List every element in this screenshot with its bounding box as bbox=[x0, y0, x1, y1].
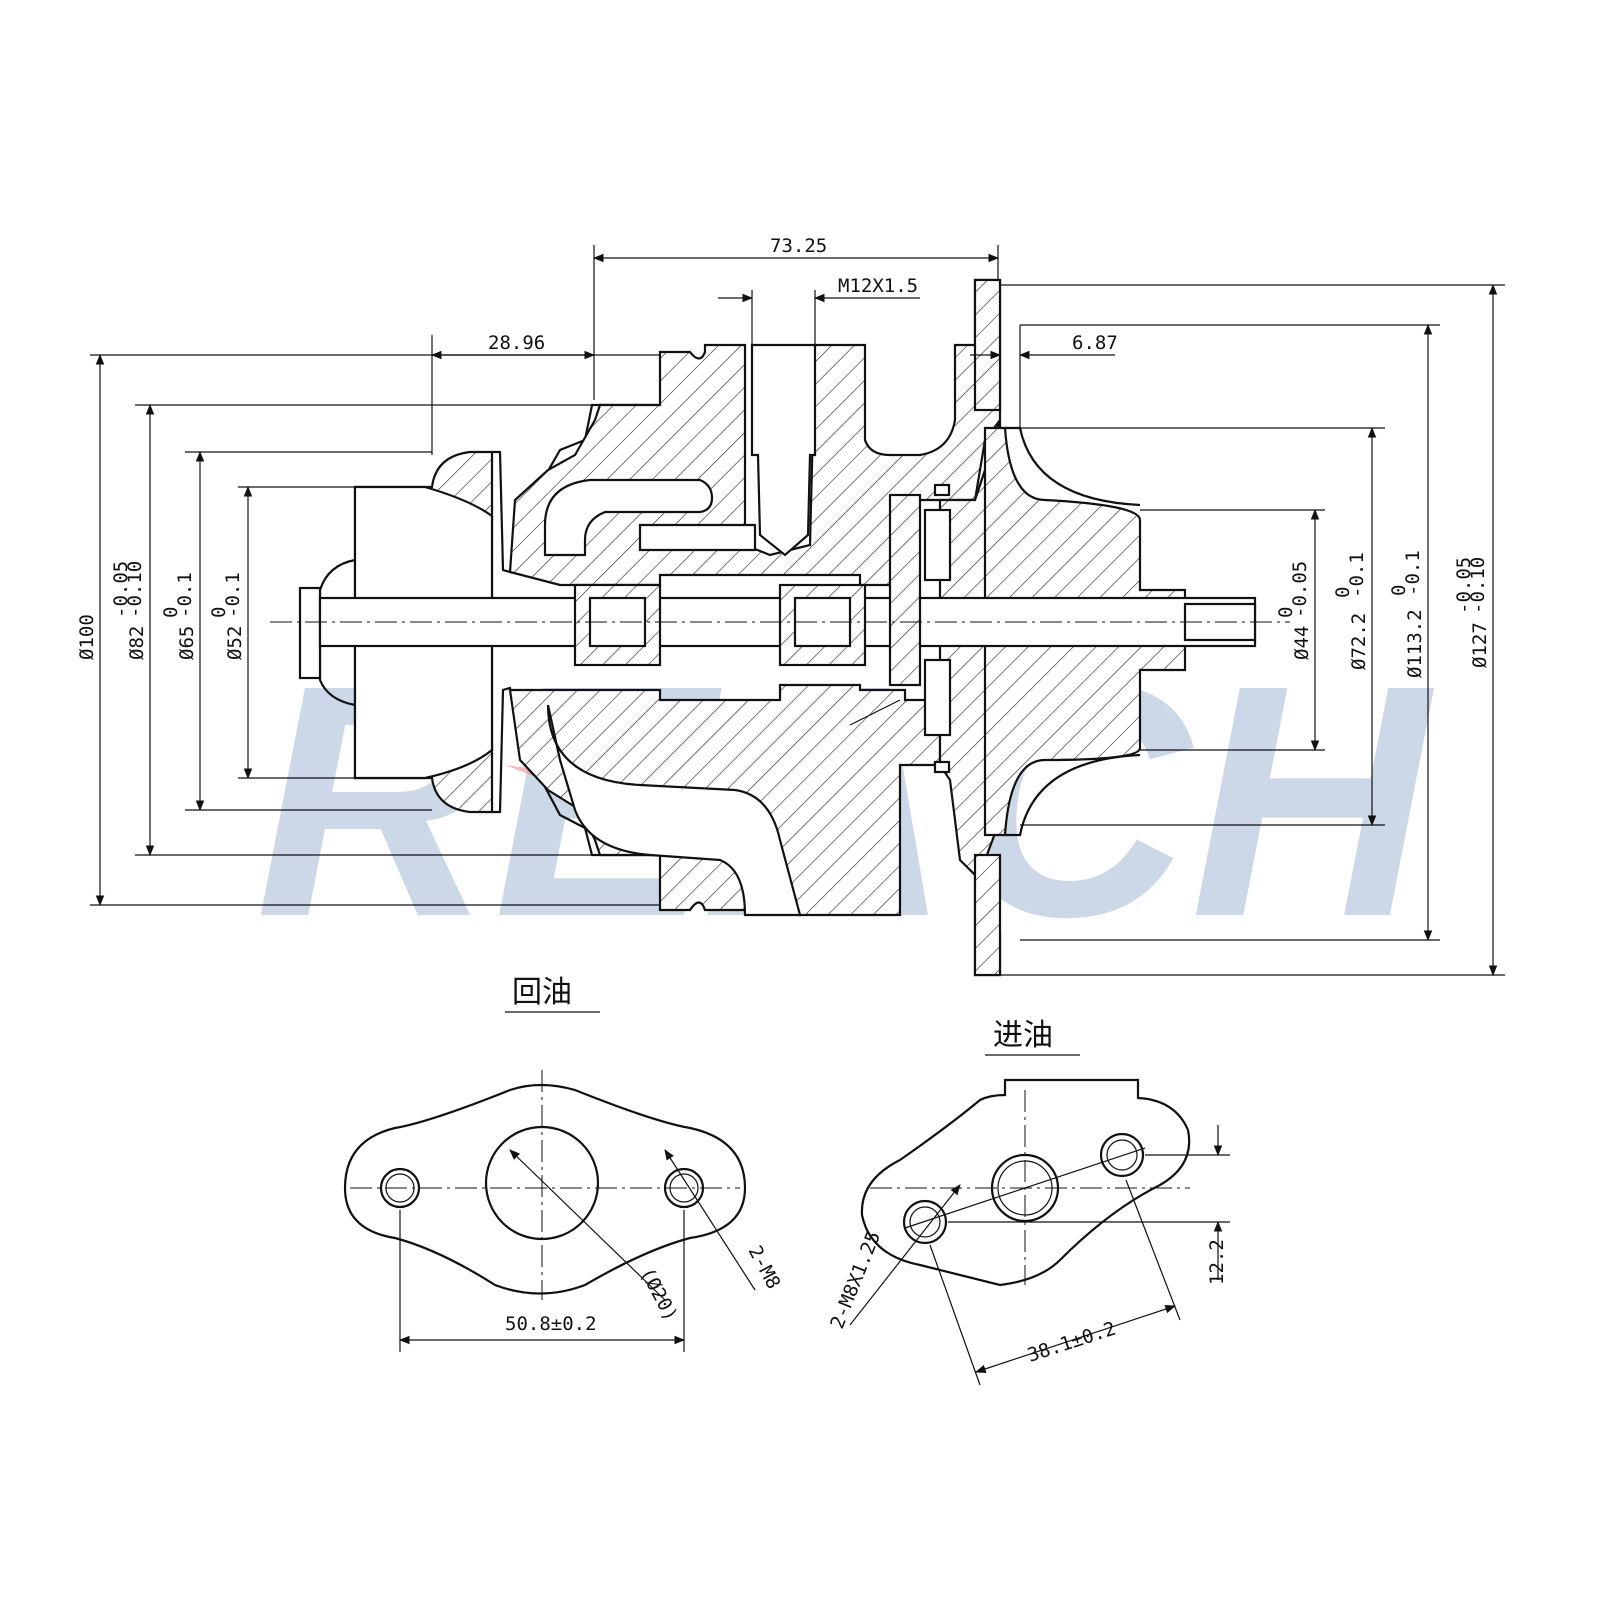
oil-return-hole-label: (Ø20) bbox=[636, 1264, 682, 1325]
flange-bottom bbox=[973, 853, 1002, 977]
svg-text:Ø82: Ø82 bbox=[126, 626, 148, 660]
svg-text:(Ø20): (Ø20) bbox=[636, 1264, 682, 1325]
svg-text:0: 0 bbox=[208, 607, 230, 618]
dim-dia-44: Ø44 0 -0.05 bbox=[1275, 561, 1313, 660]
svg-text:-0.05: -0.05 bbox=[1289, 561, 1311, 618]
svg-text:-0.10: -0.10 bbox=[124, 561, 146, 618]
oil-inlet-bolt-hole-left-thread bbox=[909, 1206, 941, 1238]
oil-return-title: 回油 bbox=[512, 975, 572, 1010]
oil-return-spacing: 50.8±0.2 bbox=[505, 1313, 597, 1335]
cross-section bbox=[270, 278, 1290, 977]
svg-text:-0.1: -0.1 bbox=[174, 572, 196, 618]
turbine-blade-bottom bbox=[1005, 753, 1141, 837]
oil-inlet-bolt-hole-left bbox=[902, 1199, 948, 1245]
oil-return-bolt-leader bbox=[664, 1149, 756, 1291]
oil-feed-bore bbox=[638, 523, 757, 552]
thrust-collar-upper bbox=[923, 508, 952, 582]
svg-text:Ø100: Ø100 bbox=[76, 614, 98, 660]
oil-deflector bbox=[849, 699, 901, 726]
dim-dia-113: Ø113.2 0 -0.1 bbox=[1388, 550, 1426, 678]
svg-text:0: 0 bbox=[1275, 607, 1297, 618]
svg-text:2-M8: 2-M8 bbox=[744, 1242, 785, 1293]
svg-text:-0.1: -0.1 bbox=[222, 572, 244, 618]
dim-dia-82: Ø82 -0.05 -0.10 bbox=[110, 561, 148, 660]
svg-text:Ø72.2: Ø72.2 bbox=[1348, 613, 1370, 670]
dim-73: 73.25 bbox=[770, 235, 827, 257]
svg-text:-0.05: -0.05 bbox=[1453, 557, 1475, 614]
oil-return-flange-view: 回油 50.8±0.2 (Ø20) 2-M8 bbox=[343, 975, 785, 1352]
dim-thread: M12X1.5 bbox=[838, 275, 918, 297]
turbine-blade-top bbox=[1005, 426, 1141, 507]
svg-text:Ø52: Ø52 bbox=[224, 626, 246, 660]
svg-text:-0.10: -0.10 bbox=[1467, 557, 1489, 614]
svg-text:2-M8X1.25: 2-M8X1.25 bbox=[826, 1228, 885, 1332]
oil-inlet-flange-outline bbox=[860, 1078, 1191, 1287]
dim-dia-127: Ø127 -0.05 -0.10 bbox=[1453, 557, 1491, 668]
svg-text:0: 0 bbox=[1388, 585, 1410, 596]
svg-text:-0.1: -0.1 bbox=[1402, 550, 1424, 596]
oil-return-port-leader bbox=[509, 1149, 666, 1301]
oil-inlet-ext-right bbox=[1125, 1179, 1181, 1321]
thrust-bearing bbox=[888, 493, 922, 687]
svg-text:38.1±0.2: 38.1±0.2 bbox=[1025, 1318, 1119, 1367]
svg-text:-0.1: -0.1 bbox=[1346, 552, 1368, 598]
thrust-collar-lower bbox=[923, 658, 952, 737]
dimension-labels: 73.25 M12X1.5 28.96 6.87 Ø100 Ø82 -0.05 … bbox=[76, 235, 1491, 678]
dim-dia-52: Ø52 0 -0.1 bbox=[208, 572, 246, 660]
oil-gallery-upper bbox=[543, 478, 714, 557]
oil-drain-cavity bbox=[546, 704, 802, 917]
oil-inlet-flange-view: 进油 12.2 38.1±0.2 2-M8X1.25 bbox=[826, 1018, 1230, 1386]
svg-text:Ø44: Ø44 bbox=[1291, 626, 1313, 660]
flange-top bbox=[973, 278, 1002, 412]
oil-return-bolt-label: 2-M8 bbox=[744, 1242, 785, 1293]
seal-ring-top bbox=[933, 483, 951, 497]
oil-inlet-bolt-axis bbox=[904, 1147, 1146, 1229]
oil-inlet-bolt-label: 2-M8X1.25 bbox=[826, 1228, 885, 1332]
oil-inlet-ext-left bbox=[929, 1244, 981, 1386]
dim-dia-65: Ø65 0 -0.1 bbox=[160, 572, 198, 660]
dim-dia-100: Ø100 bbox=[76, 614, 98, 660]
oil-return-flange-outline bbox=[343, 1083, 747, 1295]
seal-ring-bottom bbox=[933, 760, 951, 774]
svg-text:12.2: 12.2 bbox=[1206, 1239, 1228, 1285]
oil-inlet-spacing-label: 38.1±0.2 bbox=[1025, 1318, 1119, 1367]
svg-text:-0.05: -0.05 bbox=[110, 561, 132, 618]
svg-text:0: 0 bbox=[1332, 587, 1354, 598]
oil-inlet-bolt-hole-right bbox=[1099, 1132, 1145, 1178]
dim-28: 28.96 bbox=[488, 332, 545, 354]
svg-text:Ø127: Ø127 bbox=[1469, 622, 1491, 668]
dimension-lines bbox=[90, 245, 1505, 977]
oil-return-bolt-hole-left bbox=[379, 1167, 421, 1209]
compressor-nut bbox=[298, 586, 322, 680]
oil-inlet-bolt-leader bbox=[849, 1184, 961, 1326]
oil-inlet-bore bbox=[750, 343, 817, 557]
oil-inlet-spacing-dim bbox=[974, 1304, 1177, 1374]
svg-text:Ø113.2: Ø113.2 bbox=[1404, 609, 1426, 678]
oil-inlet-title: 进油 bbox=[993, 1018, 1053, 1053]
oil-inlet-bolt-hole-right-thread bbox=[1106, 1139, 1138, 1171]
oil-inlet-offset-label: 12.2 bbox=[1206, 1239, 1228, 1285]
dim-dia-72: Ø72.2 0 -0.1 bbox=[1332, 552, 1370, 670]
svg-text:0: 0 bbox=[160, 607, 182, 618]
dim-6: 6.87 bbox=[1072, 332, 1118, 354]
svg-text:Ø65: Ø65 bbox=[176, 626, 198, 660]
